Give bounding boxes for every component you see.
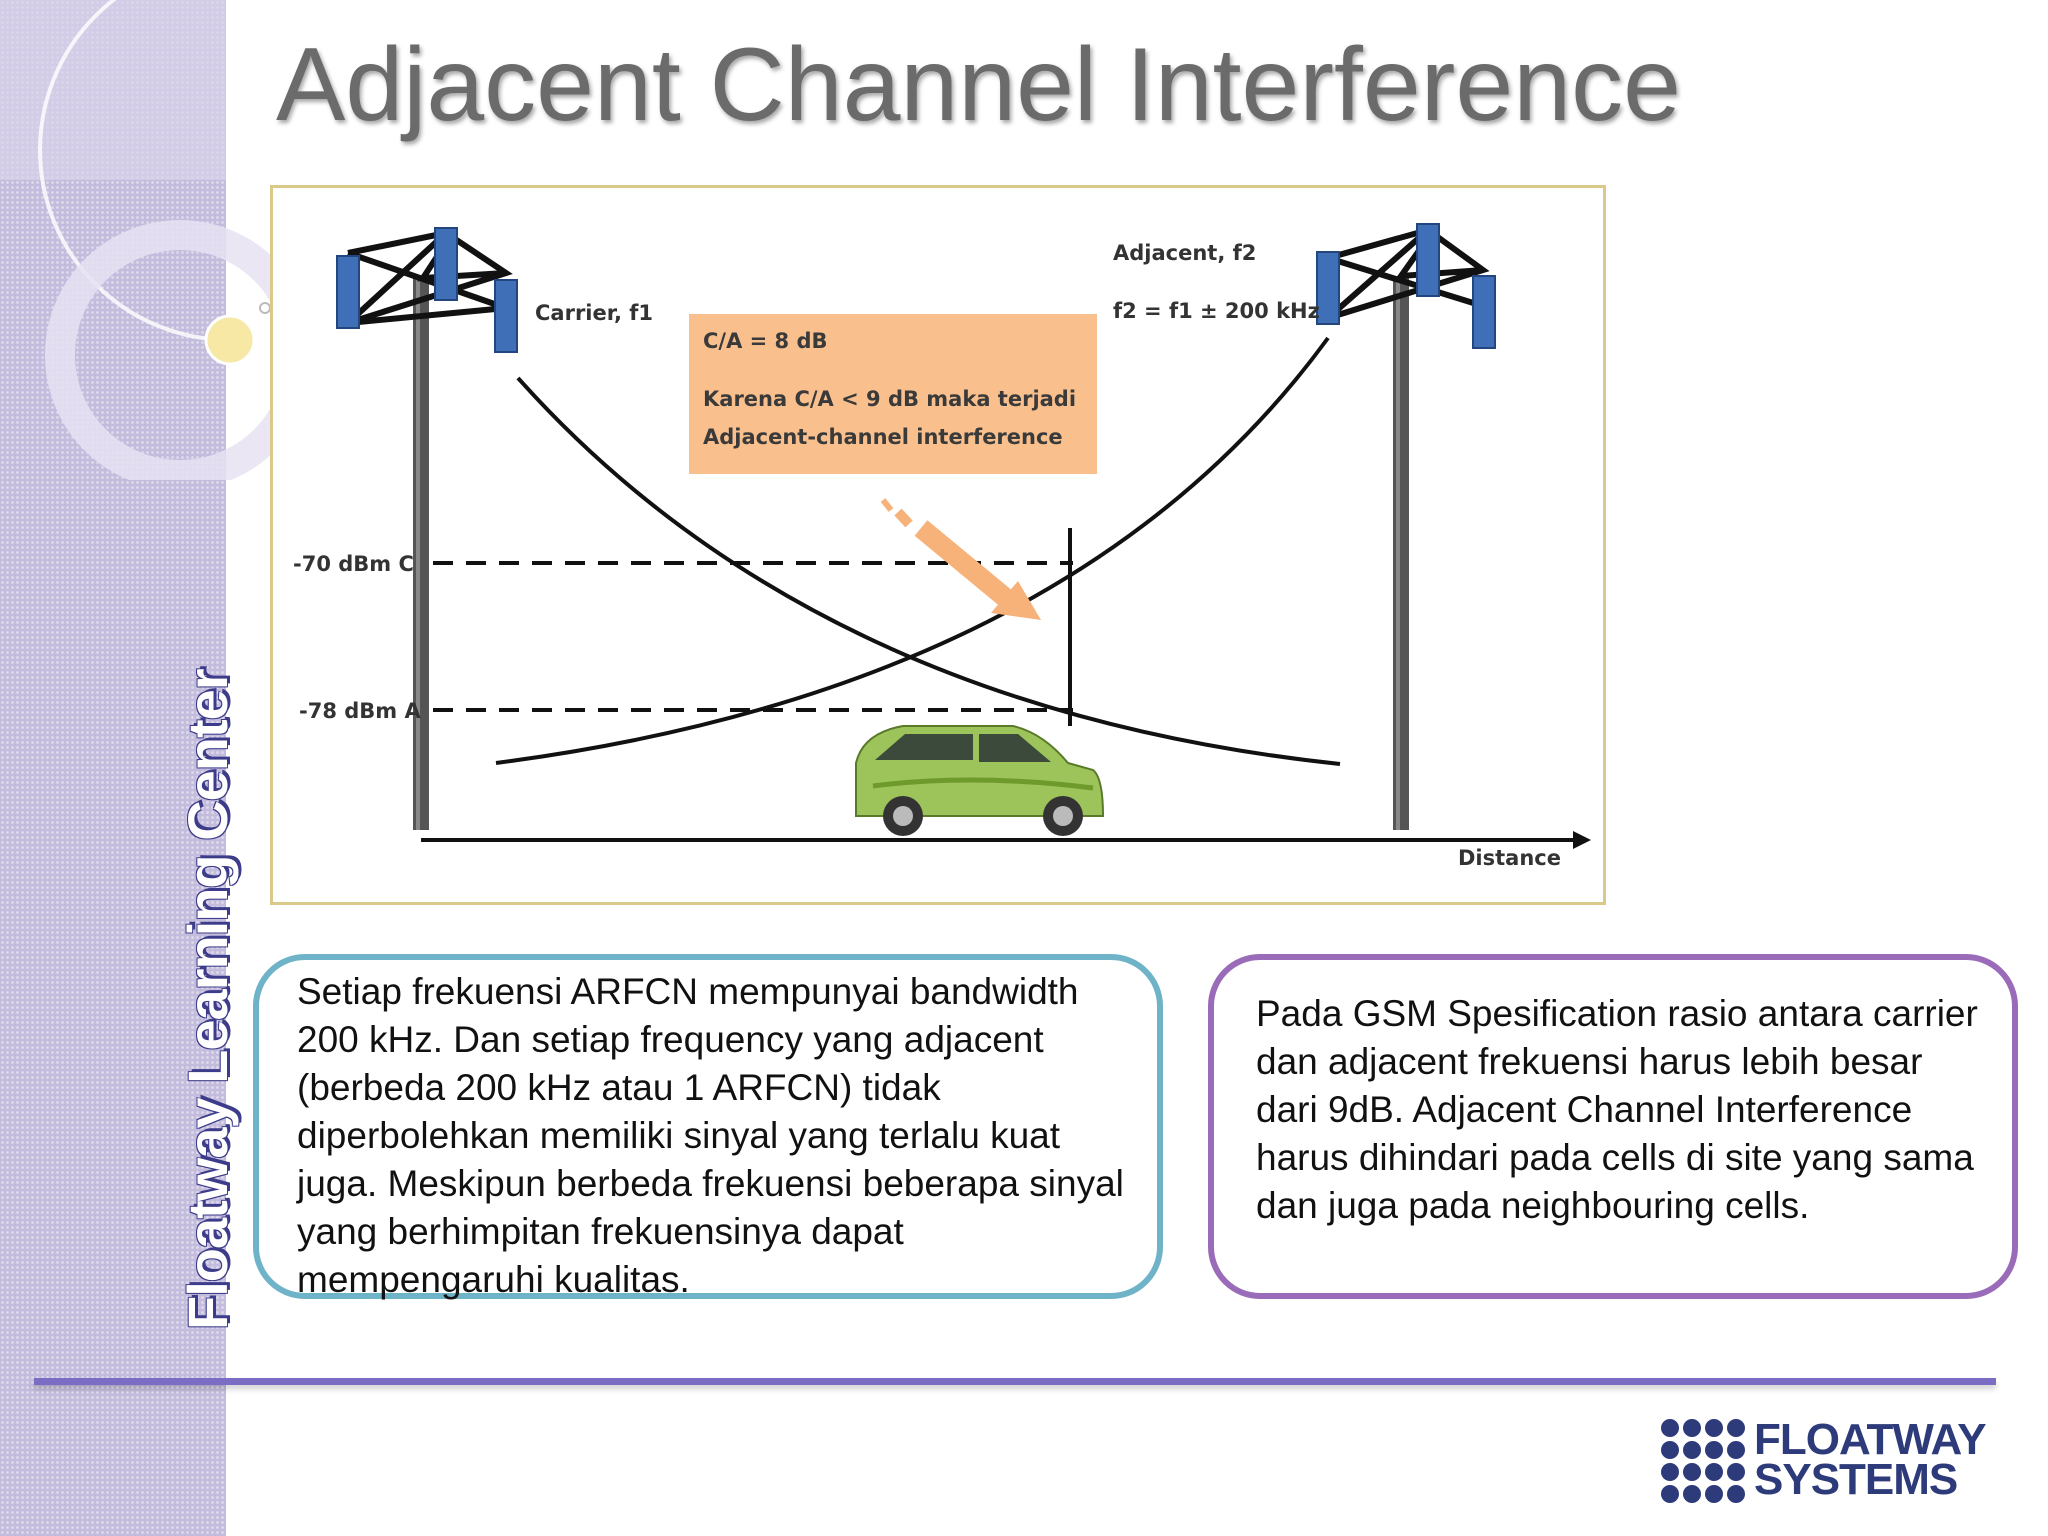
callout-arrow — [880, 498, 1041, 620]
logo-line-2: SYSTEMS — [1754, 1455, 1958, 1504]
adjacent-signal-curve — [495, 336, 1330, 765]
carrier-signal-curve — [516, 376, 1341, 766]
callout-box — [689, 314, 1097, 474]
callout-line-1: C/A = 8 dB — [703, 329, 828, 353]
footer-divider — [34, 1378, 1996, 1385]
sidebar-brand-text: Floatway Learning Center — [176, 669, 239, 1330]
carrier-label: Carrier, f1 — [535, 301, 653, 325]
floatway-logo-icon — [1661, 1419, 1745, 1503]
distance-axis-arrow — [1573, 831, 1591, 849]
distance-label: Distance — [1458, 846, 1561, 870]
arfcn-bandwidth-note: Setiap frekuensi ARFCN mempunyai bandwid… — [253, 954, 1163, 1300]
adjacent-label: Adjacent, f2 — [1113, 241, 1256, 265]
slide-title: Adjacent Channel Interference — [276, 27, 1681, 143]
logo-line-1: FLOATWAY — [1754, 1415, 1987, 1464]
adjacent-mast — [1393, 276, 1409, 830]
gsm-specification-note: Pada GSM Spesification rasio antara carr… — [1208, 954, 2018, 1299]
car-illustration — [855, 725, 1105, 836]
adjacent-tower — [1316, 223, 1496, 830]
adjacent-antenna-2 — [1416, 223, 1440, 297]
adjacent-antenna-3 — [1472, 275, 1496, 349]
level-a-label: -78 dBm A — [299, 699, 421, 723]
adjacent-formula: f2 = f1 ± 200 kHz — [1113, 299, 1320, 323]
carrier-antenna-2 — [434, 227, 458, 301]
carrier-antenna-3 — [494, 279, 518, 353]
callout-line-2: Karena C/A < 9 dB maka terjadi — [703, 387, 1076, 411]
callout-line-3: Adjacent-channel interference — [703, 425, 1063, 449]
sidebar-decoration — [0, 0, 300, 480]
diagram-canvas: C/A = 8 dB Karena C/A < 9 dB maka terjad… — [293, 223, 1591, 870]
carrier-antenna-1 — [336, 255, 360, 329]
carrier-mast — [413, 278, 429, 830]
sidebar-sun-dot — [204, 314, 256, 366]
level-c-label: -70 dBm C — [293, 552, 414, 576]
carrier-tower — [336, 227, 518, 830]
floatway-logo-text: FLOATWAY SYSTEMS — [1754, 1415, 1987, 1504]
interference-diagram: C/A = 8 dB Karena C/A < 9 dB maka terjad… — [270, 185, 1606, 905]
adjacent-antenna-1 — [1316, 251, 1340, 325]
